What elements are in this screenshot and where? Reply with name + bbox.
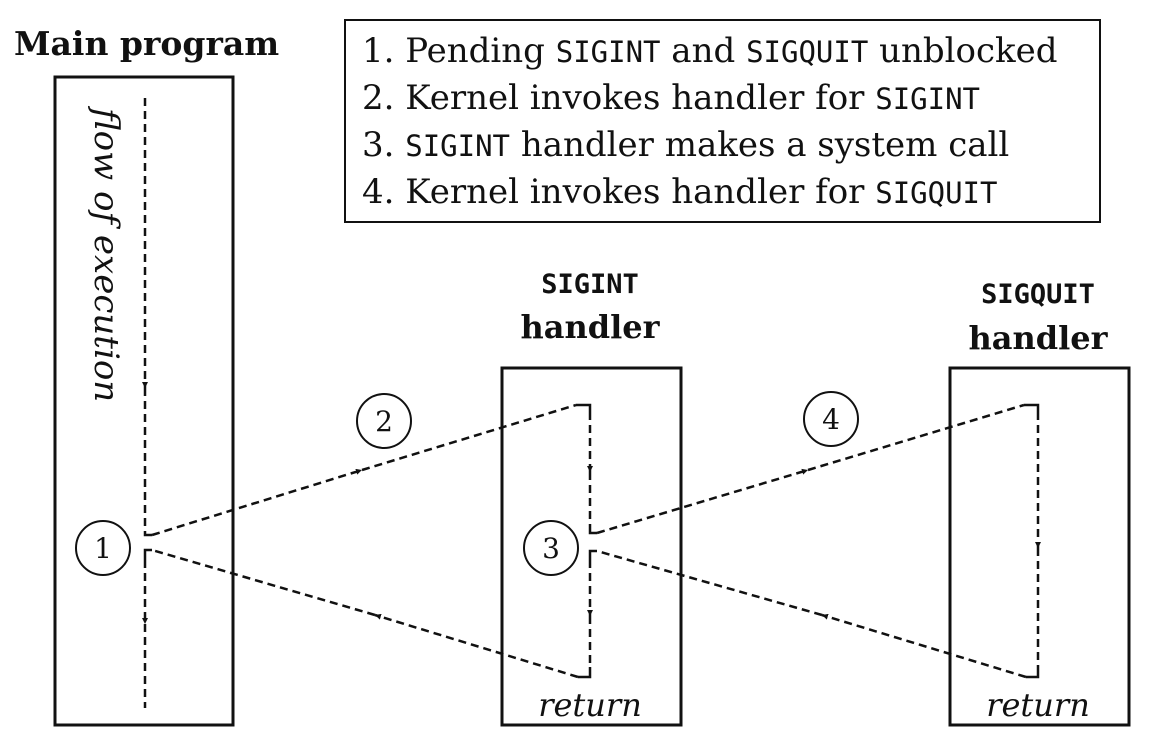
sigint-handler-word: handler: [520, 308, 660, 346]
main-flow-branch-out: [143, 532, 152, 537]
legend-signal-name: SIGINT: [405, 129, 510, 163]
legend-item-number: 2.: [362, 78, 405, 118]
sigquit-corner-top: [1024, 403, 1040, 412]
step-2-circle: [356, 393, 412, 449]
legend-item-1: 1. Pending SIGINT and SIGQUIT unblocked: [362, 31, 1058, 71]
step-4-circle: [803, 391, 859, 447]
arrow-to-sigint-b: [361, 403, 577, 472]
legend-text: handler makes a system call: [510, 125, 1009, 165]
sigquit-handler-word: handler: [968, 319, 1108, 357]
return-to-main-b: [151, 548, 376, 617]
sigquit-handler-signal: SIGQUIT: [981, 279, 1095, 310]
sigint-handler-signal: SIGINT: [541, 269, 639, 300]
sigint-branch-out: [588, 530, 597, 535]
legend-signal-name: SIGINT: [875, 82, 980, 116]
legend-text: and: [661, 31, 747, 71]
main-program-title: Main program: [14, 24, 279, 63]
sigint-return-label: return: [538, 686, 642, 724]
sigquit-handler-box: [948, 366, 1131, 727]
sigquit-return-label: return: [986, 686, 1090, 724]
sigint-corner-bottom: [578, 667, 592, 679]
legend-signal-name: SIGQUIT: [875, 176, 997, 210]
arrow-to-sigint-a: [151, 468, 363, 537]
legend-item-4: 4. Kernel invokes handler for SIGQUIT: [362, 172, 997, 212]
legend-box: [344, 19, 1101, 223]
arrow-to-sigquit-b: [807, 403, 1025, 472]
step-3-label: 3: [542, 532, 560, 565]
legend-item-3: 3. SIGINT handler makes a system call: [362, 125, 1009, 165]
return-to-sigint-b: [596, 549, 823, 617]
sigquit-corner-bottom: [1026, 667, 1040, 679]
return-to-main-a: [374, 613, 579, 679]
legend-signal-name: SIGQUIT: [746, 35, 868, 69]
step-2-label: 2: [375, 405, 393, 438]
sigint-handler-box: [500, 366, 683, 727]
legend-list: 1. Pending SIGINT and SIGQUIT unblocked 2…: [362, 31, 1058, 212]
legend-text: unblocked: [868, 31, 1057, 71]
sigint-branch-in: [588, 549, 597, 560]
legend-item-2: 2. Kernel invokes handler for SIGINT: [362, 78, 980, 118]
step-3-circle: [523, 520, 579, 576]
main-program-box: [53, 75, 235, 727]
sigint-corner-top: [576, 403, 592, 412]
arrow-to-sigquit-a: [596, 468, 809, 535]
main-flow-branch-in: [143, 548, 152, 560]
legend-item-number: 3.: [362, 125, 405, 165]
step-4-label: 4: [822, 403, 840, 436]
return-to-sigint-a: [821, 613, 1027, 679]
legend-signal-name: SIGINT: [556, 35, 661, 69]
step-1-label: 1: [94, 532, 112, 565]
step-1-circle: [75, 520, 131, 576]
legend-item-number: 4.: [362, 172, 405, 212]
legend-item-number: 1.: [362, 31, 405, 71]
flow-of-execution-label: flow of execution: [86, 105, 126, 402]
legend-text: Kernel invokes handler for: [405, 172, 875, 212]
legend-text: Kernel invokes handler for: [405, 78, 875, 118]
legend-text: Pending: [405, 31, 555, 71]
